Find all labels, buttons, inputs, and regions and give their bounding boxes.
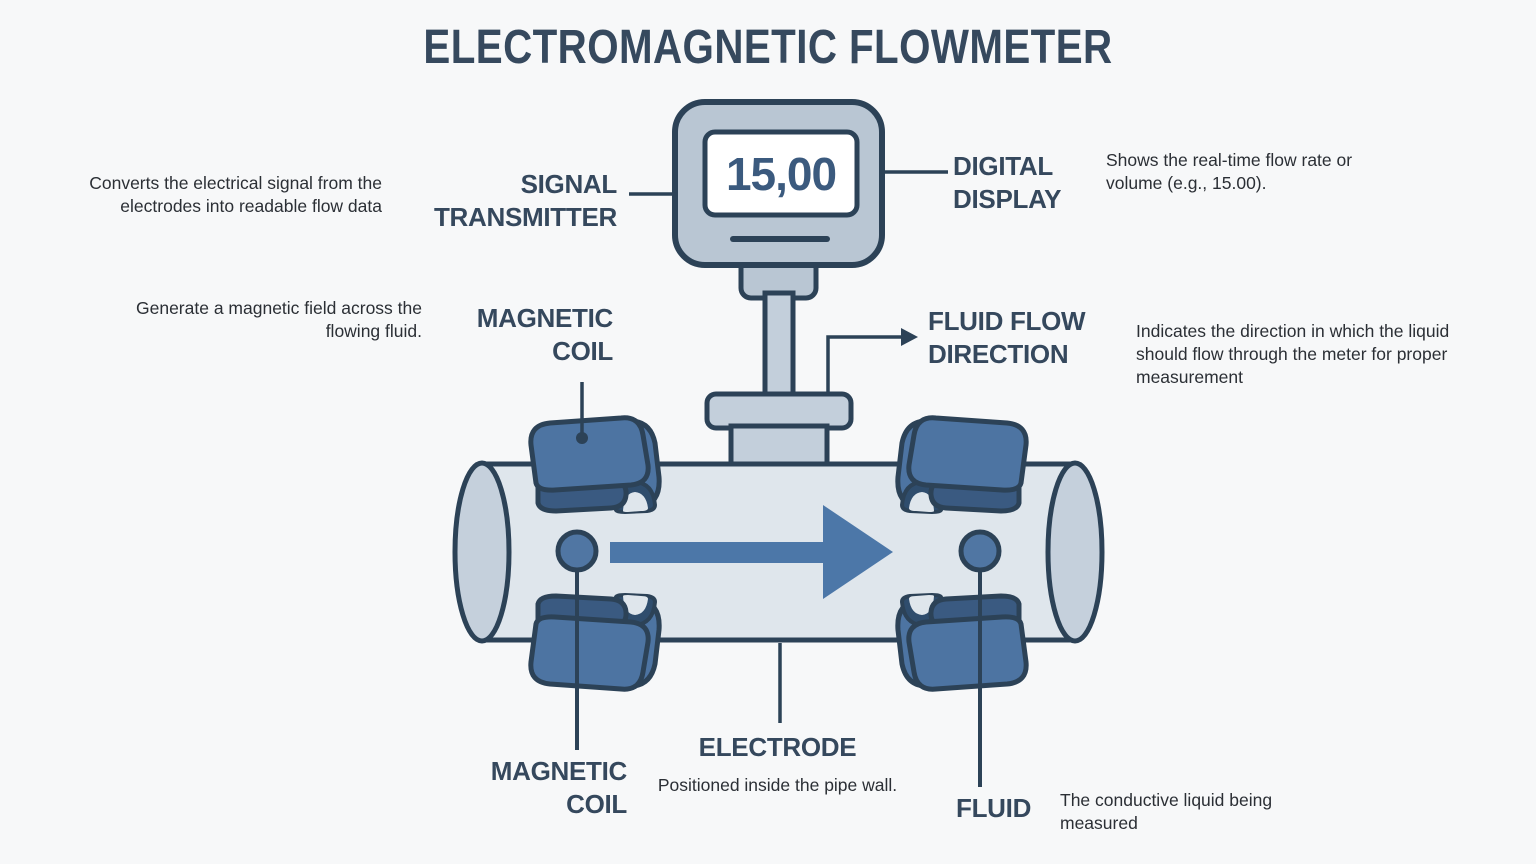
fluid-description: The conductive liquid being measured	[1060, 790, 1273, 834]
magnetic-coil-description: Generate a magnetic field across the flo…	[136, 298, 422, 342]
digital-display-description: Shows the real-time flow rate or volume …	[1106, 150, 1353, 194]
fluid-label: FLUID	[956, 793, 1032, 823]
page-title: ELECTROMAGNETIC FLOWMETER	[423, 21, 1113, 74]
digital-display-panel	[702, 129, 860, 218]
digital-display-label: DIGITAL DISPLAY	[953, 151, 1062, 214]
magnetic-coil-top-label: MAGNETIC COIL	[476, 303, 614, 366]
signal-transmitter-label: SIGNAL TRANSMITTER	[433, 169, 617, 232]
digital-display-value: 15,00	[725, 147, 837, 200]
mounting-flange	[704, 391, 854, 431]
magnetic-coil-top-dot	[576, 432, 588, 444]
fluid-flow-direction-label: FLUID FLOW DIRECTION	[928, 306, 1086, 369]
right-electrode	[958, 529, 1002, 573]
electrode-description: Positioned inside the pipe wall.	[657, 775, 898, 795]
fluid-flow-arrowhead-icon	[901, 328, 918, 346]
magnetic-coil-bottom-label: MAGNETIC COIL	[490, 756, 628, 819]
fluid-flow-elbow-line	[826, 335, 901, 394]
electrode-label: ELECTRODE	[698, 732, 857, 762]
pipe-left-cap	[452, 460, 512, 644]
callout-lines	[580, 170, 948, 723]
magnetic-coil-top-left	[531, 418, 659, 512]
support-column	[762, 290, 796, 402]
signal-transmitter-description: Converts the electrical signal from the …	[89, 173, 382, 217]
flow-direction-arrow	[610, 505, 893, 599]
pipe-right-cap	[1045, 460, 1105, 644]
left-electrode	[555, 529, 599, 573]
magnetic-coil-top-right	[898, 418, 1026, 512]
magnetic-coil-bottom-left	[531, 595, 659, 689]
fluid-flow-direction-description: Indicates the direction in which the liq…	[1136, 321, 1450, 388]
magnetic-coil-bottom-right	[898, 595, 1026, 689]
